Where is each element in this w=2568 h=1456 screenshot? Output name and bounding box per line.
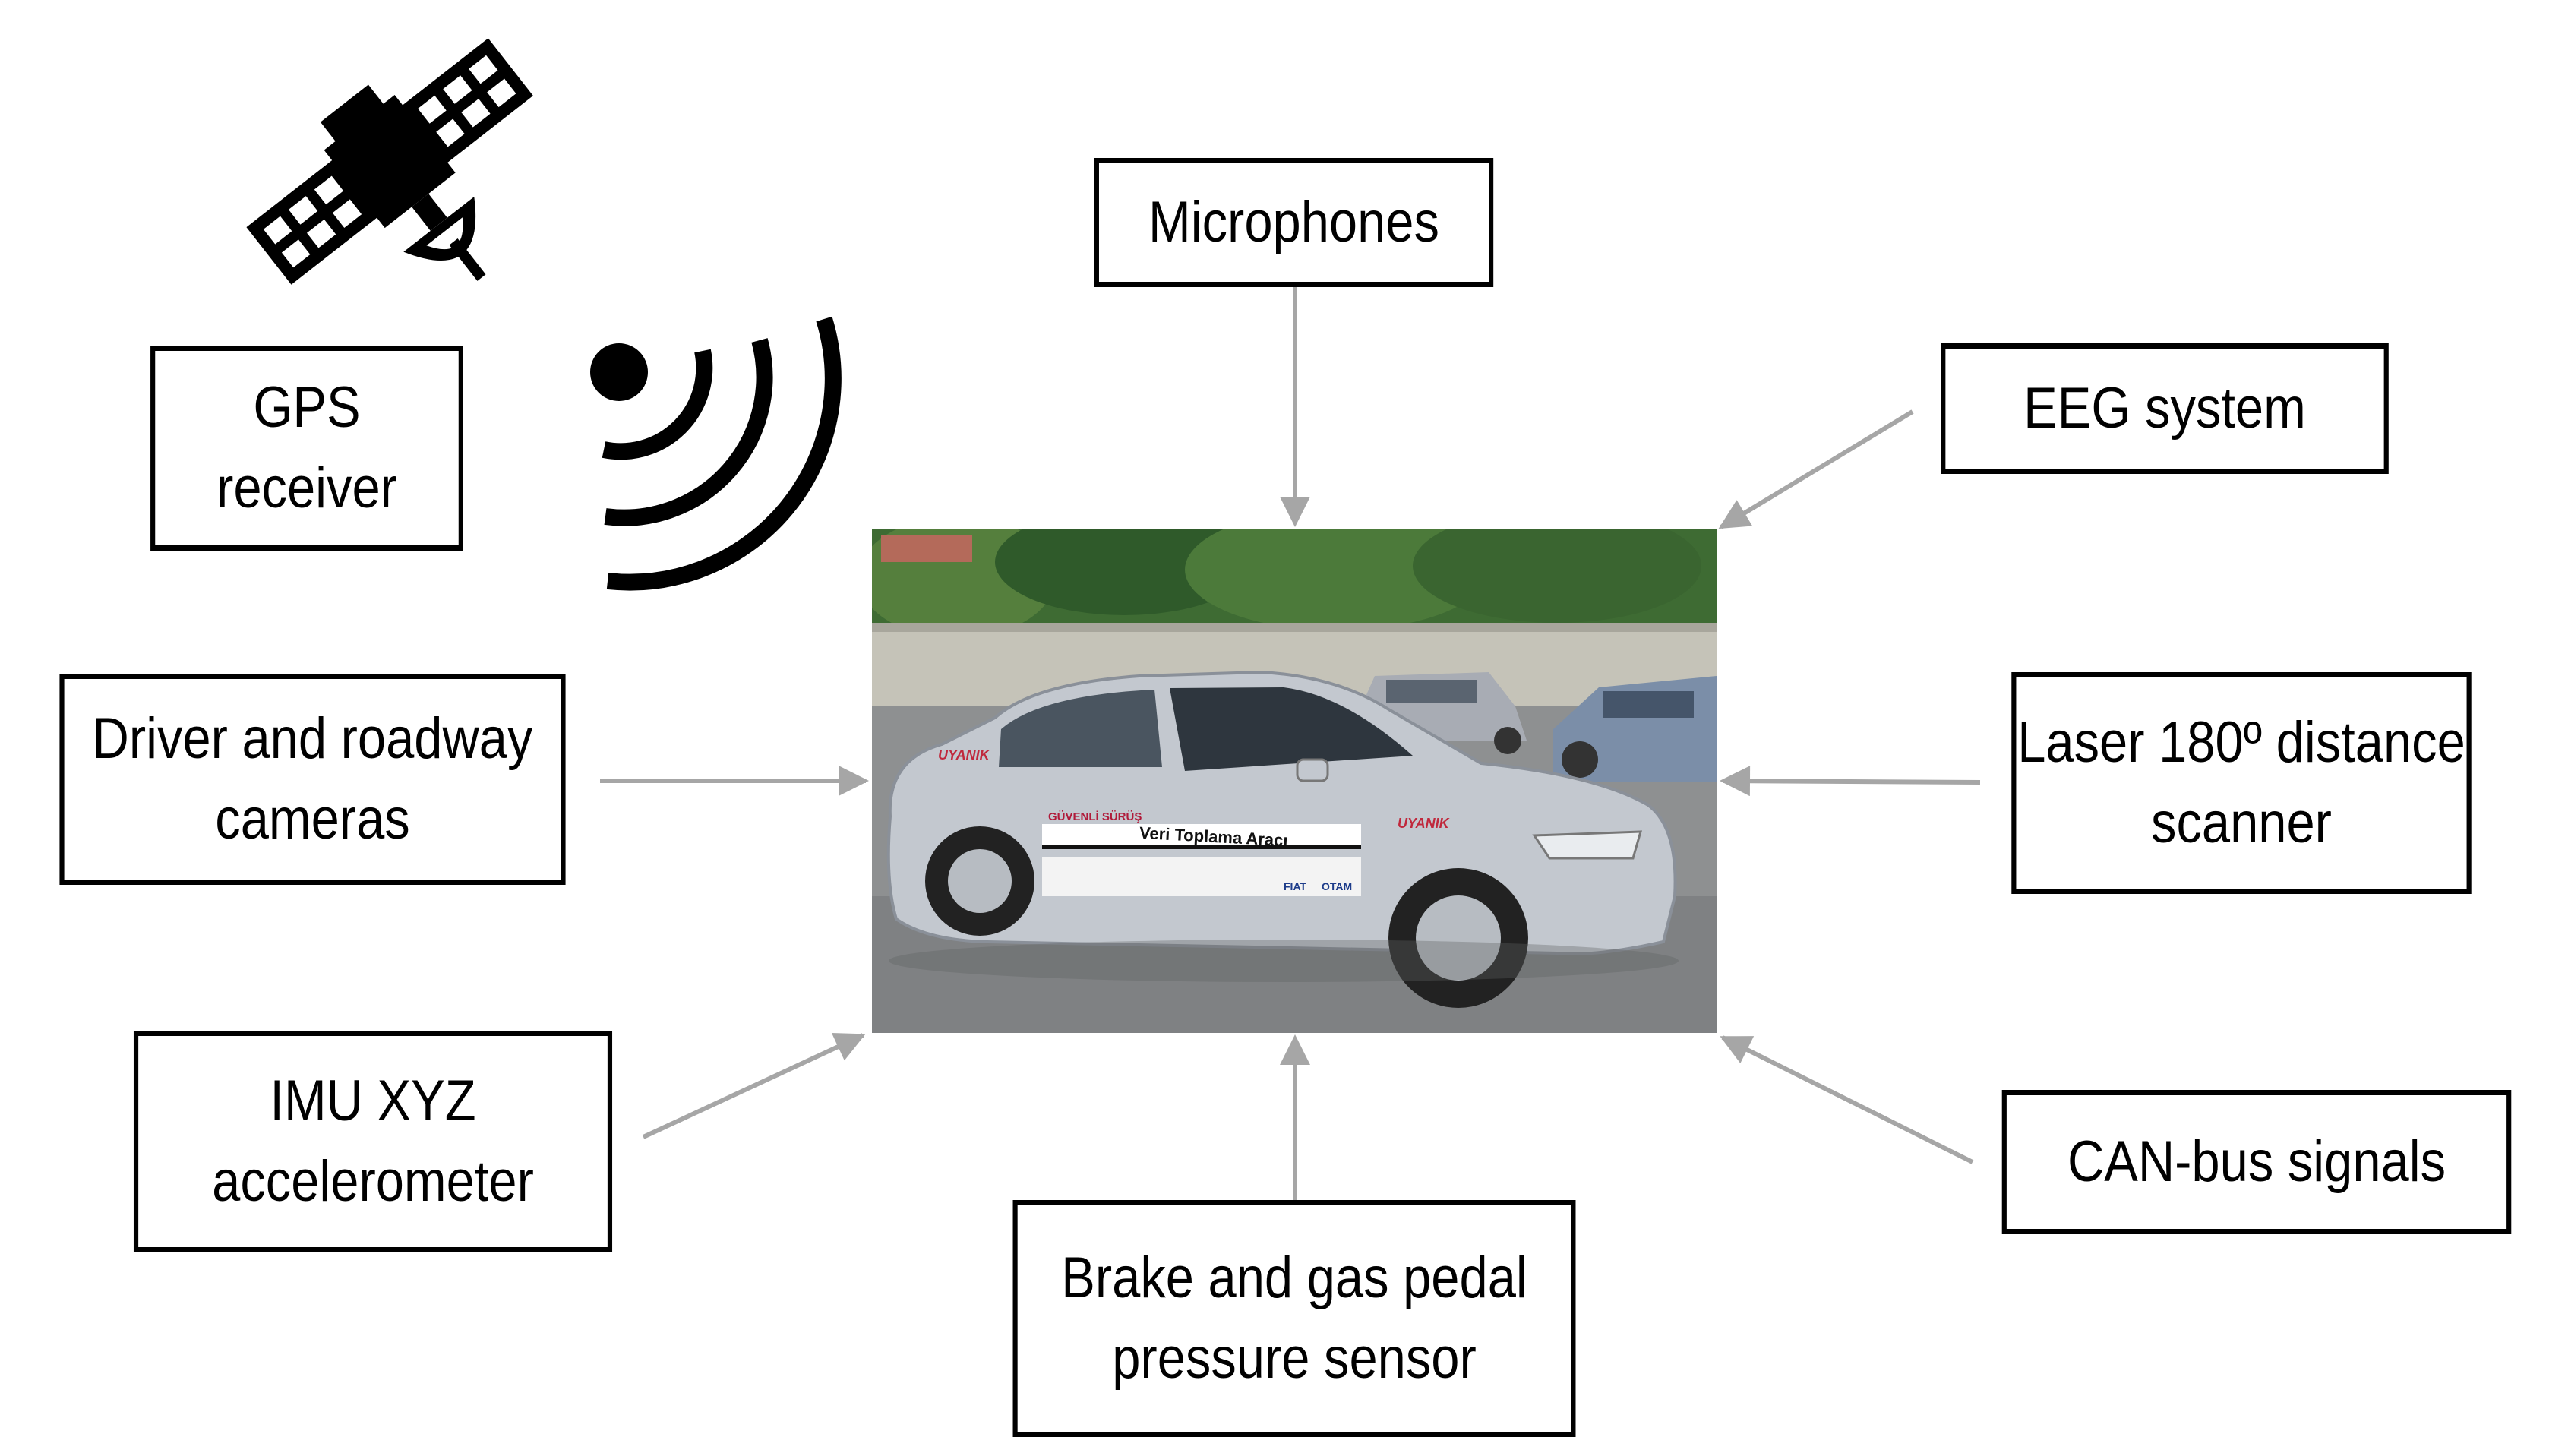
laser-label-line-2: scanner [2151,791,2332,855]
arrow-imu [642,1032,866,1139]
can-bus-signals-box: CAN-bus signals [2001,1090,2512,1234]
pedal-label-line-1: Brake and gas pedal [1061,1246,1527,1310]
laser-label-line-1: Laser 180º distance [2017,710,2465,775]
arrows [600,287,1981,1200]
cameras-label-line-1: Driver and roadway [92,706,533,771]
arrow-canbus [1720,1035,1974,1164]
imu-accelerometer-box: IMU XYZ accelerometer [133,1031,613,1252]
gps-label-line-1: GPS [253,375,361,440]
decal-brand-left: GÜVENLİ SÜRÜŞ [1048,810,1142,823]
decal-sponsor-1: OTAM [1322,880,1352,892]
imu-label-line-1: IMU XYZ [270,1069,476,1133]
pedal-label-line-2: pressure sensor [1112,1326,1477,1391]
microphones-label: Microphones [1148,190,1439,254]
arrow-laser [1720,766,1981,797]
wireless-signal-icon [590,316,842,591]
satellite-icon [246,38,533,285]
laser-scanner-box: Laser 180º distance scanner [2011,672,2472,894]
canbus-label: CAN-bus signals [2067,1129,2446,1194]
cameras-label-line-2: cameras [215,787,410,851]
microphones-box: Microphones [1094,158,1494,287]
imu-label-line-2: accelerometer [212,1149,534,1214]
instrumented-car-photo: Veri Toplama Aracı GÜVENLİ SÜRÜŞ UYANIK … [872,529,1717,1033]
driver-roadway-cameras-box: Driver and roadway cameras [59,674,566,885]
gps-receiver-box: GPS receiver [150,346,463,551]
eeg-label: EEG system [2023,376,2306,441]
decal-sponsor-2: FIAT [1284,880,1307,892]
eeg-system-box: EEG system [1941,343,2389,474]
decal-brand-right: UYANIK [1398,816,1451,831]
arrow-eeg [1718,409,1914,529]
brake-gas-pedal-sensor-box: Brake and gas pedal pressure sensor [1012,1200,1576,1437]
decal-brand-rear: UYANIK [938,747,991,763]
gps-label-line-2: receiver [216,456,397,520]
